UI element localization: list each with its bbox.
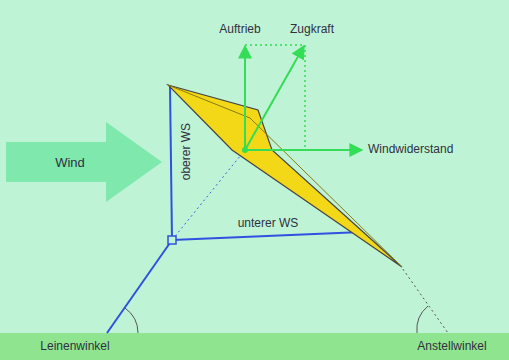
attack-angle-arc bbox=[417, 306, 428, 333]
angle-label: Anstellwinkel bbox=[417, 340, 486, 353]
bridle-label: unterer WS bbox=[238, 217, 299, 230]
pull-vector bbox=[245, 46, 304, 150]
centre-of-pressure bbox=[242, 147, 248, 153]
angle-label: Leinenwinkel bbox=[40, 340, 109, 353]
force-label: Zugkraft bbox=[290, 23, 334, 36]
kite-spar bbox=[168, 85, 402, 267]
ground-strip bbox=[0, 333, 509, 360]
arrow-fill bbox=[6, 122, 162, 202]
kite-line bbox=[107, 240, 172, 333]
kite-profile bbox=[168, 85, 402, 267]
kite-axis-extension bbox=[400, 265, 448, 333]
force-label: Auftrieb bbox=[219, 23, 260, 36]
force-construction-line bbox=[245, 44, 305, 46]
force-construction-line bbox=[304, 45, 306, 150]
line-angle-arc bbox=[125, 308, 138, 333]
lift-vector bbox=[244, 46, 246, 150]
lower-bridle bbox=[172, 232, 362, 240]
bridle-ring bbox=[168, 236, 176, 244]
wind-arrow: Wind bbox=[6, 122, 162, 202]
upper-bridle bbox=[170, 86, 172, 240]
bridle-label: oberer WS bbox=[180, 123, 193, 180]
node-text: Wind bbox=[55, 155, 85, 170]
drag-vector bbox=[245, 149, 362, 151]
force-label: Windwiderstand bbox=[368, 143, 453, 156]
